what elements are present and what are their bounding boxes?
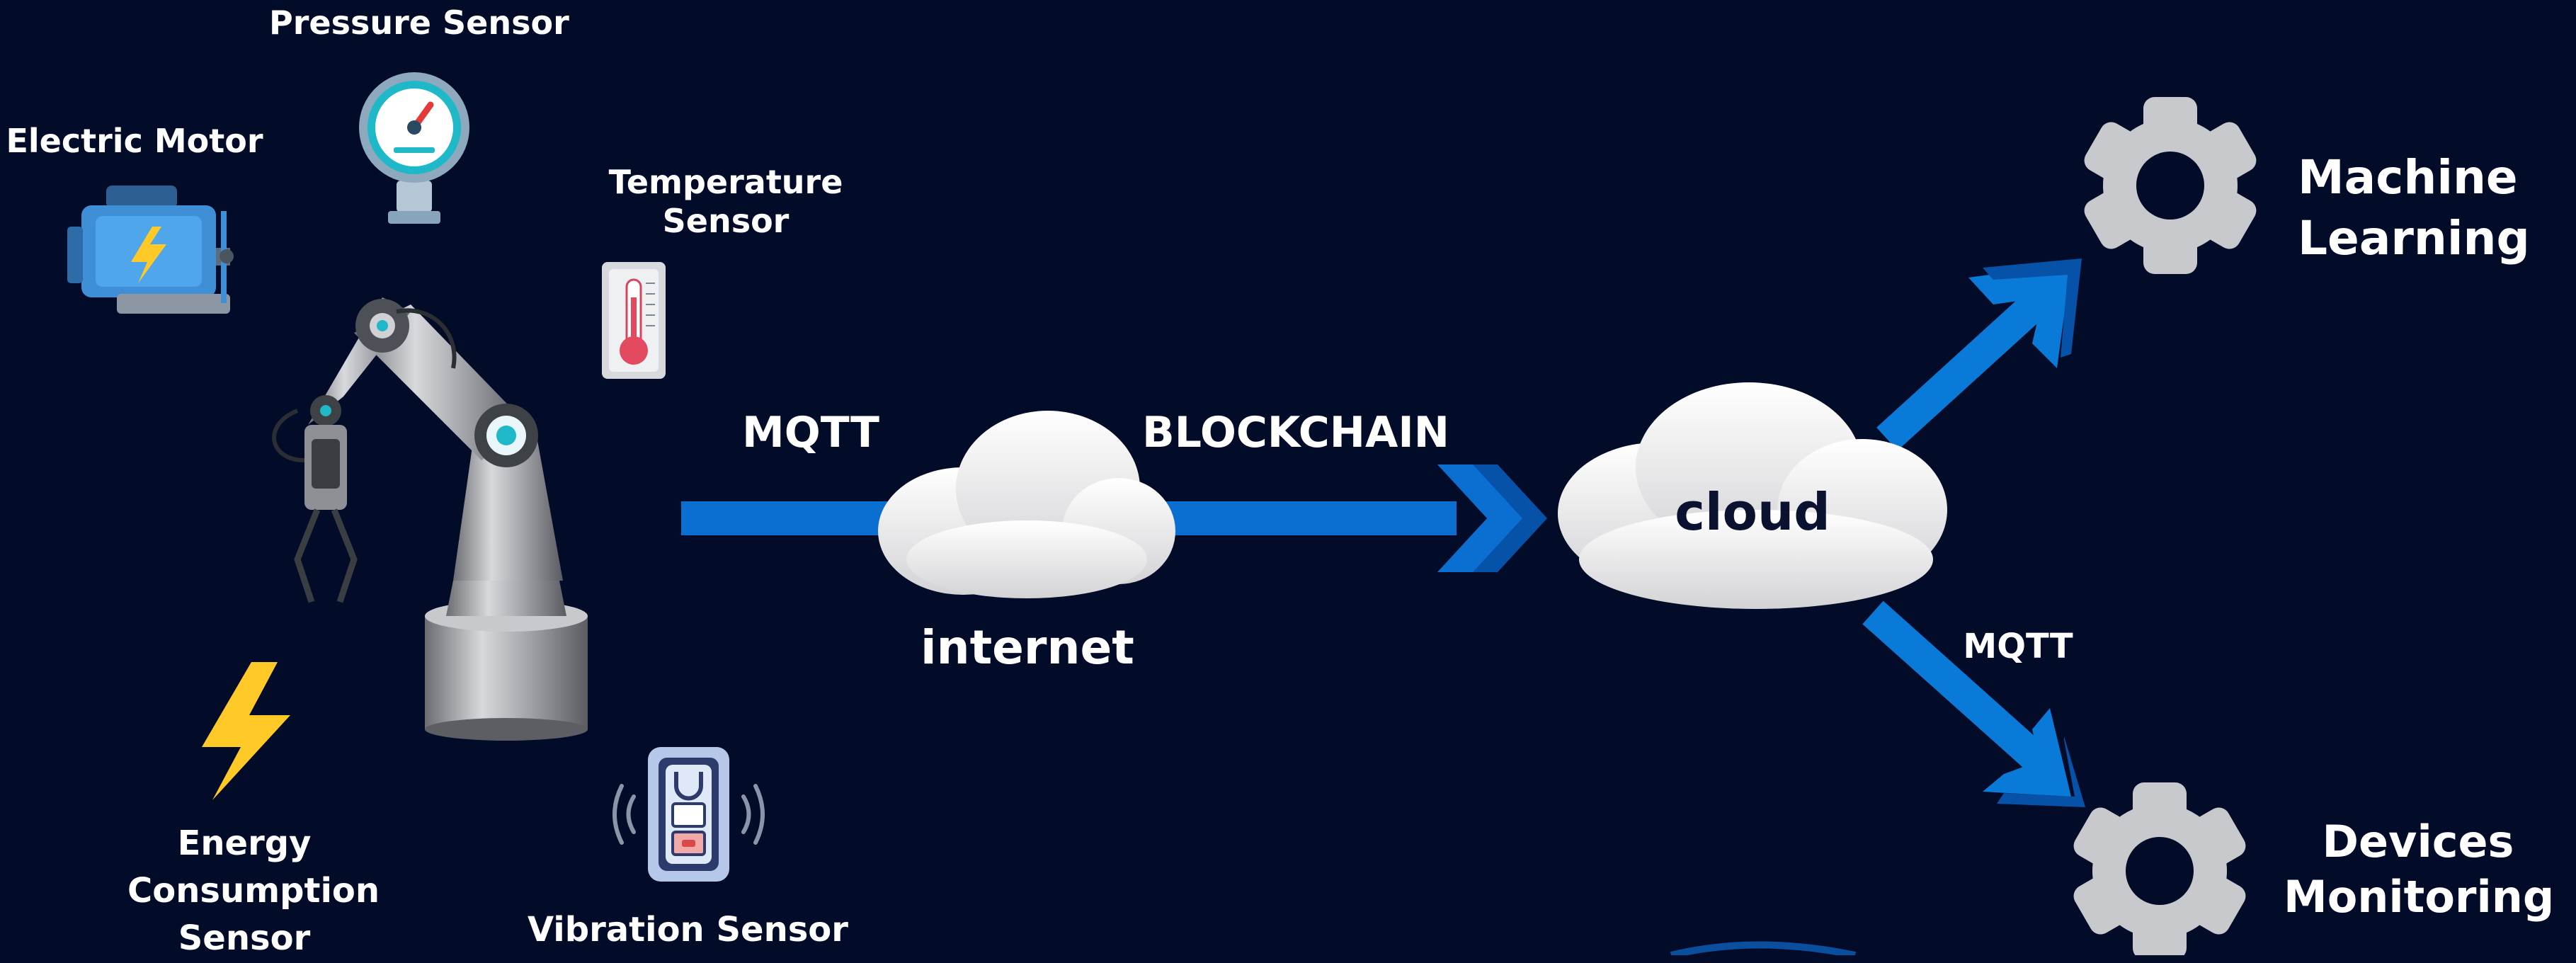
lightning-bolt-icon — [202, 662, 290, 800]
temperature-sensor-label: Temperature Sensor — [588, 163, 864, 241]
electric-motor-icon — [67, 186, 234, 314]
energy-consumption-sensor-label: Energy Consumption Sensor — [127, 820, 380, 963]
blockchain-label: BLOCKCHAIN — [1142, 408, 1449, 457]
devices-monitoring-label-line2: Monitoring — [2284, 870, 2555, 923]
energy-label-line3: Sensor — [178, 918, 311, 959]
energy-label-line1: Energy — [177, 824, 312, 863]
gear-icon — [2073, 782, 2246, 955]
thermometer-icon — [602, 262, 666, 379]
devices-monitoring-label: Devices Monitoring — [2284, 814, 2555, 924]
mqtt-label-right: MQTT — [1963, 627, 2073, 666]
arrow-to-devices-monitoring — [1862, 600, 2085, 807]
machine-learning-label-line2: Learning — [2298, 210, 2530, 266]
machine-learning-label-line1: Machine — [2298, 150, 2518, 205]
temperature-sensor-label-line1: Temperature — [608, 163, 843, 201]
vibration-sensor-label: Vibration Sensor — [528, 910, 848, 950]
decorative-arc — [1670, 941, 1857, 955]
gear-icon — [2084, 97, 2257, 274]
arrow-to-machine-learning — [1876, 258, 2082, 451]
robot-arm-icon — [272, 297, 588, 741]
machine-learning-label: Machine Learning — [2298, 147, 2530, 269]
energy-label-line2: Consumption — [127, 871, 380, 911]
internet-label: internet — [921, 620, 1134, 675]
mqtt-label-left: MQTT — [742, 408, 879, 457]
internet-cloud-icon — [878, 411, 1175, 598]
vibration-sensor-icon — [612, 747, 765, 882]
electric-motor-label: Electric Motor — [6, 122, 263, 160]
cloud-label: cloud — [1675, 482, 1830, 542]
pressure-gauge-icon — [359, 72, 469, 224]
main-cloud-icon — [1558, 382, 1947, 609]
pressure-sensor-label: Pressure Sensor — [269, 4, 569, 42]
temperature-sensor-label-line2: Sensor — [662, 202, 790, 241]
devices-monitoring-label-line1: Devices — [2322, 816, 2514, 867]
